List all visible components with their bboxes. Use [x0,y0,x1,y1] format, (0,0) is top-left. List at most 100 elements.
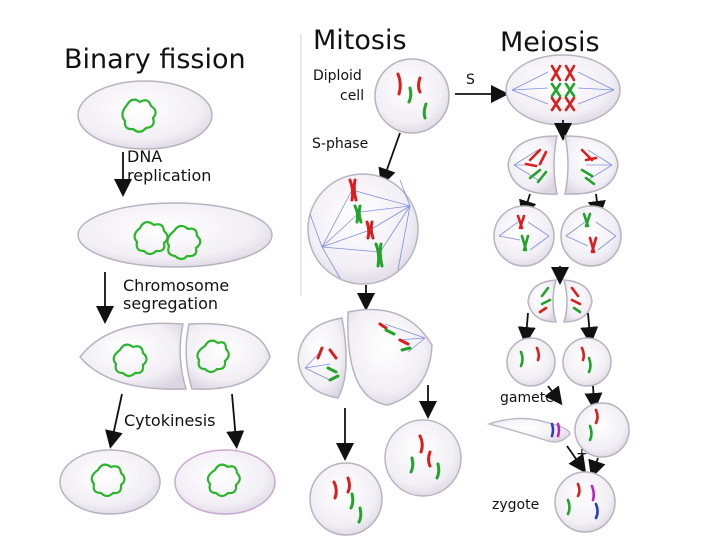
chromosome [587,356,592,374]
chromosome [365,220,375,240]
chromosome [418,434,432,468]
bacterial-chromosome [121,98,157,133]
dividing-cell-right-half [347,308,433,406]
dna-replication-label-line1: DNA [127,147,163,166]
s-phase-label: S-phase [312,136,369,152]
mitotic-cell [307,173,419,285]
dividing-cell-right-half [562,279,593,323]
mitosis-column [297,58,462,536]
plus-sign: + [576,446,588,462]
chromosome [594,408,599,425]
dividing-cell-left-half [297,317,347,399]
chromosome [570,286,582,306]
chromosome [409,456,441,480]
bacterial-chromosome [90,463,126,498]
chromosome [594,502,599,520]
daughter-cell [384,419,462,497]
gametes-label: gametes [500,390,562,406]
dividing-cell-left-half [79,322,187,390]
spindle-fibers [565,221,617,251]
arrow-down [517,312,536,345]
meiotic-cell [505,54,621,126]
chromosome [550,422,555,438]
arrow-down [105,393,123,449]
spindle-fibers [511,71,615,105]
arrow-down [584,385,603,411]
chromosome [407,86,413,104]
chromosome [396,72,402,96]
chromosome [576,482,581,498]
chromosome [528,168,548,184]
chromosome [326,366,340,382]
cytokinesis-label: Cytokinesis [124,411,216,430]
chromosome [550,96,576,112]
chromosome [588,236,598,254]
chromosome [572,306,582,314]
chromosome [349,492,363,524]
meiosis-ii-cell [493,205,555,267]
chromosome [550,82,576,98]
arrow-down [378,132,401,187]
binary-fission-heading: Binary fission [64,44,246,75]
daughter-cell [174,449,276,515]
chromosome [520,234,530,252]
daughter-cell [309,462,383,536]
diploid-label-line1: Diploid [313,68,362,84]
bacterial-chromosome [166,224,202,261]
dividing-cell-left-half [527,279,558,323]
haploid-cell [562,337,612,387]
zygote-cell [554,471,616,533]
arrow-down [588,457,606,479]
chromosome [524,148,548,168]
diploid-label-line2: cell [340,88,365,104]
chromosome [540,286,552,306]
chromosome-segregation-label-line1: Chromosome [123,276,230,295]
arrow-down [566,445,587,474]
chromosome [535,346,541,362]
chromosome [538,306,548,314]
chromosome [588,424,593,442]
arrow-down [226,393,245,449]
binary-fission-column [59,80,276,515]
chromosome [378,322,410,346]
elongated-bacterial-cell [77,202,273,268]
bacterial-chromosome [196,339,230,374]
meiosis-ii-cell [560,205,622,267]
chromosome [580,148,598,162]
chromosome [556,422,561,438]
meiosis-column [455,54,630,533]
arrow-down [580,312,599,345]
bacterial-chromosome [112,343,148,378]
arrow-down [544,385,563,406]
chromosome [353,204,363,224]
chromosome [580,168,596,186]
chromosome [590,484,596,502]
haploid-cell [506,337,556,387]
chromosome [316,346,338,360]
chromosome [580,346,586,362]
chromosome [422,102,428,120]
sperm-cell [486,417,571,443]
bacterial-chromosome [133,221,169,256]
bacterial-chromosome [206,463,241,498]
chromosome [566,498,571,516]
egg-cell [574,402,630,458]
chromosome [582,212,592,228]
chromosome [374,242,384,268]
s-label: S [466,72,475,88]
dna-replication-label-line2: replication [127,166,212,185]
bacterial-cell [77,80,213,150]
chromosome [384,328,412,352]
meiosis-heading: Meiosis [500,27,600,58]
chromosome [348,178,358,202]
chromosome-segregation-label-line2: segregation [123,294,219,313]
daughter-cell [59,449,161,515]
chromosome [550,64,576,82]
zygote-label: zygote [492,497,540,513]
chromosome [516,214,526,230]
mitosis-heading: Mitosis [313,25,407,56]
spindle-fibers [309,179,411,279]
chromosome [519,350,524,368]
